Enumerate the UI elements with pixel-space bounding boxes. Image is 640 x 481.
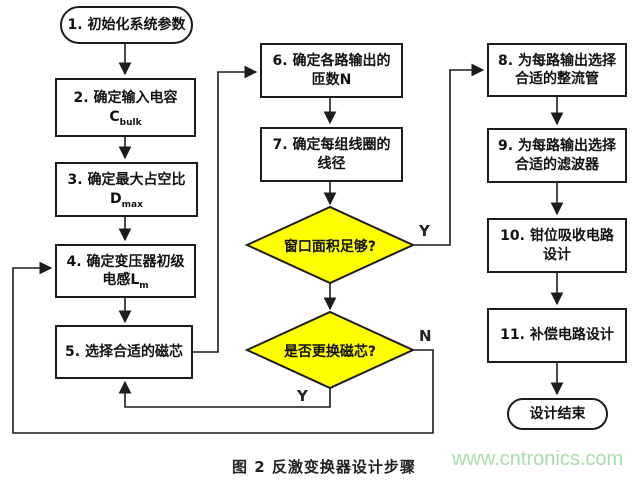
step-11-line1: 11. 补偿电路设计 xyxy=(500,327,614,344)
step-8-box: 8. 为每路输出选择 合适的整流管 xyxy=(487,43,627,97)
decision-window-area-shape xyxy=(244,205,416,285)
start-node: 1. 初始化系统参数 xyxy=(60,6,193,44)
step-8-line2: 合适的整流管 xyxy=(515,71,599,87)
step-10-line2: 设计 xyxy=(543,246,571,263)
step-9-box: 9. 为每路输出选择 合适的滤波器 xyxy=(487,128,627,183)
connector-d2-yes-to-5 xyxy=(118,380,331,408)
step-4-box: 4. 确定变压器初级 电感Lm xyxy=(55,244,196,298)
step-10-box: 10. 钳位吸收电路 设计 xyxy=(487,218,627,273)
step-9-line1: 9. 为每路输出选择 xyxy=(498,138,616,155)
step-4-line1: 4. 确定变压器初级 xyxy=(66,253,185,270)
branch-label-d2-yes: Y xyxy=(297,387,308,405)
step-6-line2: 匝数N xyxy=(311,71,352,88)
start-label: 1. 初始化系统参数 xyxy=(67,16,186,33)
connector-5-to-6 xyxy=(193,65,258,353)
connector-d2-no-to-4 xyxy=(12,261,434,434)
step-6-line1: 6. 确定各路输出的 xyxy=(272,53,391,70)
end-node: 设计结束 xyxy=(507,398,608,430)
step-7-line1: 7. 确定每组线圈的 xyxy=(272,137,391,154)
step-5-line1: 5. 选择合适的磁芯 xyxy=(65,343,183,360)
branch-label-d2-no: N xyxy=(419,327,432,345)
connector-d1-yes-to-8 xyxy=(413,63,485,246)
step-3-box: 3. 确定最大占空比 Dmax xyxy=(55,162,198,217)
step-6-box: 6. 确定各路输出的 匝数N xyxy=(260,43,403,98)
step-10-line1: 10. 钳位吸收电路 xyxy=(500,228,614,245)
step-2-line1: 2. 确定输入电容 xyxy=(73,90,178,107)
decision-replace-core-label: 是否更换磁芯? xyxy=(283,344,377,360)
step-9-line2: 合适的滤波器 xyxy=(515,156,599,173)
step-5-box: 5. 选择合适的磁芯 xyxy=(55,325,193,379)
step-7-box: 7. 确定每组线圈的 线径 xyxy=(260,127,403,182)
figure-caption: 图 2 反激变换器设计步骤 xyxy=(232,458,416,476)
step-2-line2: Cbulk xyxy=(109,108,142,128)
end-label: 设计结束 xyxy=(529,405,586,422)
decision-window-area-label: 窗口面积足够? xyxy=(283,239,377,255)
step-2-box: 2. 确定输入电容 Cbulk xyxy=(55,78,196,137)
watermark-text: www.cntronics.com xyxy=(452,448,624,470)
step-7-line2: 线径 xyxy=(317,155,346,172)
step-3-line2: Dmax xyxy=(110,190,143,210)
branch-label-d1-yes: Y xyxy=(419,222,430,240)
decision-replace-core-shape xyxy=(244,310,416,390)
step-8-line1: 8. 为每路输出选择 xyxy=(498,52,616,69)
step-11-box: 11. 补偿电路设计 xyxy=(487,308,627,363)
step-3-line1: 3. 确定最大占空比 xyxy=(67,172,186,189)
step-4-line2: 电感Lm xyxy=(102,272,149,291)
